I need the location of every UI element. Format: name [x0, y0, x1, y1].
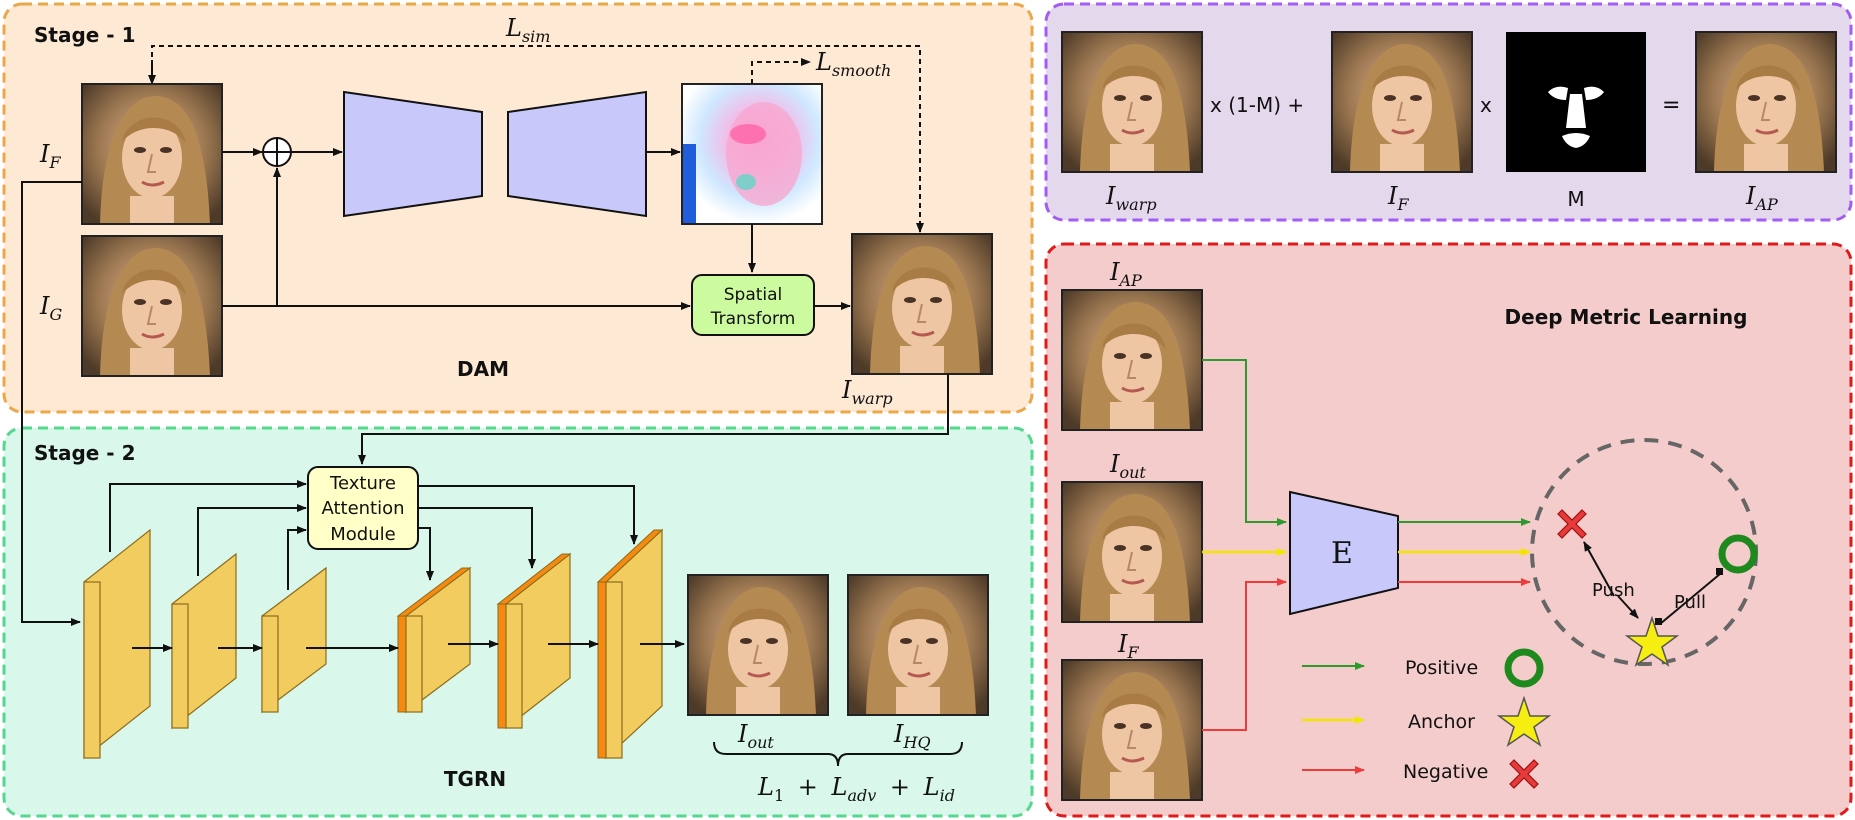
svg-text:Positive: Positive	[1405, 657, 1478, 679]
svg-text:Anchor: Anchor	[1408, 711, 1475, 733]
spatial-transform-block: Spatial Transform	[691, 274, 815, 336]
feature-block-enc3	[261, 566, 327, 714]
reconstruction-loss-label: L1 + Ladv + Lid	[757, 773, 955, 807]
svg-text:Attention: Attention	[321, 498, 404, 519]
metric-panel	[1044, 242, 1853, 818]
anchor-star-icon	[1624, 615, 1680, 667]
feature-block-dec3	[596, 528, 664, 760]
input-f-label: IF	[39, 140, 61, 172]
composite-op-1: x (1-M) +	[1210, 93, 1304, 117]
dam-encoder-block	[343, 90, 483, 218]
svg-text:Texture: Texture	[329, 473, 396, 494]
legend-anchor-icon	[1496, 695, 1552, 747]
positive-ring-icon	[1718, 534, 1758, 574]
feature-block-enc2	[171, 552, 237, 730]
svg-text:Negative: Negative	[1403, 761, 1488, 783]
composite-warp-label: Iwarp	[1105, 182, 1157, 214]
out-label: Iout	[737, 720, 774, 752]
dam-label: DAM	[457, 357, 509, 381]
legend-positive-icon	[1504, 648, 1544, 688]
feature-block-dec1	[396, 566, 472, 714]
stage1-title: Stage - 1	[34, 23, 135, 47]
legend-positive: Positive	[1302, 648, 1544, 688]
composite-ap-label: IAP	[1745, 182, 1778, 214]
feature-block-enc1	[83, 528, 151, 760]
composite-ap-image	[1694, 30, 1838, 174]
hq-label: IHQ	[893, 720, 931, 752]
smooth-loss-label: Lsmooth	[815, 48, 891, 80]
feature-block-dec2	[496, 552, 572, 730]
texture-attention-module: Texture Attention Module	[307, 466, 419, 550]
warp-label: Iwarp	[841, 376, 893, 408]
composite-mask-image	[1506, 32, 1646, 172]
smooth-loss-dashed-line	[751, 58, 811, 84]
input-face-image-g	[80, 234, 224, 378]
input-g-label: IG	[39, 292, 62, 324]
concat-plus-icon	[262, 137, 292, 167]
svg-text:Spatial: Spatial	[724, 285, 783, 305]
metric-out-image	[1060, 480, 1204, 624]
metric-ap-image	[1060, 288, 1204, 432]
metric-out-label: Iout	[1109, 450, 1146, 482]
composite-mask-label: M	[1567, 187, 1584, 211]
composite-eq: =	[1662, 93, 1680, 118]
metric-encoder-block: E	[1289, 490, 1399, 616]
warped-face-image	[850, 232, 994, 376]
pull-label: Pull	[1674, 592, 1706, 613]
dam-decoder-block	[507, 90, 647, 218]
composite-warp-image	[1060, 30, 1204, 174]
legend-negative-icon	[1509, 759, 1539, 789]
svg-text:E: E	[1331, 536, 1353, 571]
metric-title: Deep Metric Learning	[1505, 305, 1748, 329]
stage2-title: Stage - 2	[34, 441, 135, 465]
composite-op-2: x	[1480, 93, 1492, 117]
legend-negative: Negative	[1302, 759, 1539, 789]
sim-loss-label: Lsim	[505, 14, 550, 46]
svg-text:Module: Module	[330, 524, 395, 545]
metric-ap-label: IAP	[1109, 258, 1142, 290]
metric-f-label: IF	[1117, 630, 1139, 662]
hq-face-image	[846, 573, 990, 717]
svg-text:Transform: Transform	[710, 309, 796, 329]
output-face-image	[686, 573, 830, 717]
composite-f-image	[1330, 30, 1474, 174]
output-brace	[713, 741, 963, 767]
negative-cross-icon	[1557, 509, 1587, 539]
composite-f-label: IF	[1387, 182, 1409, 214]
tgrn-label: TGRN	[444, 767, 506, 791]
input-face-image-f	[80, 82, 224, 226]
deformation-field-image	[681, 83, 823, 225]
metric-f-image	[1060, 658, 1204, 802]
legend-anchor: Anchor	[1302, 695, 1552, 747]
push-label: Push	[1592, 580, 1635, 601]
